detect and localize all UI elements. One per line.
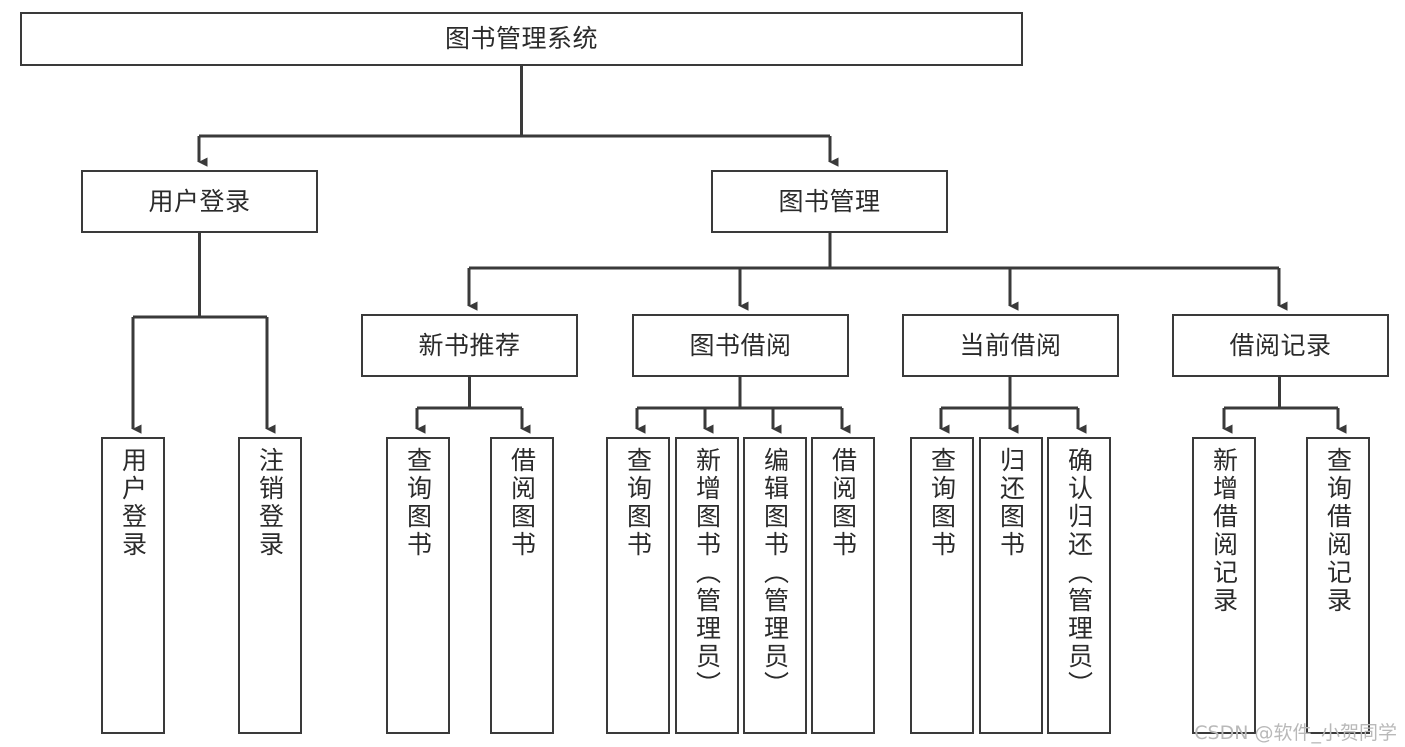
node-leaf-query-borrow-record[interactable]: 查询借阅记录 — [1306, 437, 1370, 734]
node-label: 新增图书（管理员） — [692, 447, 722, 699]
node-label: 查询图书 — [623, 447, 653, 559]
node-leaf-query-book-3[interactable]: 查询图书 — [910, 437, 974, 734]
node-new-book-recommend[interactable]: 新书推荐 — [361, 314, 578, 377]
node-label: 当前借阅 — [959, 330, 1062, 360]
node-label: 查询借阅记录 — [1323, 447, 1353, 615]
node-label: 新增借阅记录 — [1209, 447, 1239, 615]
node-borrow-record[interactable]: 借阅记录 — [1172, 314, 1389, 377]
node-book-borrow[interactable]: 图书借阅 — [632, 314, 849, 377]
node-root-book-management-system[interactable]: 图书管理系统 — [20, 12, 1023, 66]
node-leaf-return-book[interactable]: 归还图书 — [979, 437, 1043, 734]
node-leaf-borrow-book-2[interactable]: 借阅图书 — [811, 437, 875, 734]
node-label: 编辑图书（管理员） — [760, 447, 790, 699]
node-leaf-query-book-1[interactable]: 查询图书 — [386, 437, 450, 734]
node-leaf-edit-book[interactable]: 编辑图书（管理员） — [743, 437, 807, 734]
node-current-borrow[interactable]: 当前借阅 — [902, 314, 1119, 377]
node-label: 图书借阅 — [689, 330, 792, 360]
node-leaf-user-logout[interactable]: 注销登录 — [238, 437, 302, 734]
node-user-login[interactable]: 用户登录 — [81, 170, 318, 233]
node-label: 借阅记录 — [1229, 330, 1332, 360]
node-label: 借阅图书 — [507, 447, 537, 559]
node-label: 确认归还（管理员） — [1064, 447, 1094, 699]
node-label: 查询图书 — [927, 447, 957, 559]
node-label: 图书管理 — [778, 186, 881, 216]
node-leaf-borrow-book-1[interactable]: 借阅图书 — [490, 437, 554, 734]
csdn-watermark: CSDN @软件_小贺同学 — [1194, 722, 1397, 744]
node-leaf-query-book-2[interactable]: 查询图书 — [606, 437, 670, 734]
node-label: 用户登录 — [148, 186, 251, 216]
node-label: 注销登录 — [255, 447, 285, 559]
node-leaf-add-borrow-record[interactable]: 新增借阅记录 — [1192, 437, 1256, 734]
node-leaf-add-book[interactable]: 新增图书（管理员） — [675, 437, 739, 734]
node-label: 用户登录 — [118, 447, 148, 559]
node-label: 新书推荐 — [418, 330, 521, 360]
node-label: 查询图书 — [403, 447, 433, 559]
node-label: 图书管理系统 — [444, 24, 598, 53]
node-book-management[interactable]: 图书管理 — [711, 170, 948, 233]
node-label: 归还图书 — [996, 447, 1026, 559]
node-label: 借阅图书 — [828, 447, 858, 559]
node-leaf-confirm-return[interactable]: 确认归还（管理员） — [1047, 437, 1111, 734]
node-leaf-user-login[interactable]: 用户登录 — [101, 437, 165, 734]
